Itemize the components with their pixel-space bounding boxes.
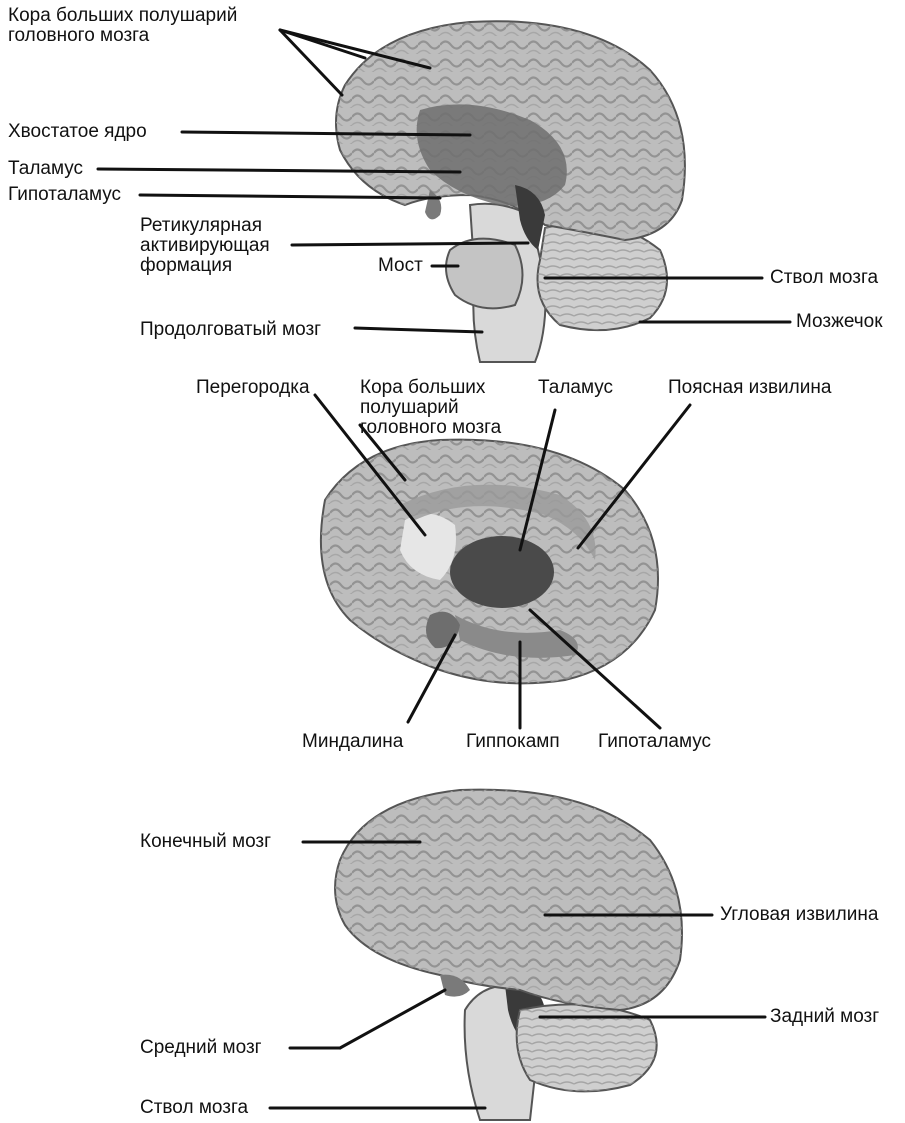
label-mid-thalamus: Таламус: [538, 377, 614, 398]
label-mid-hypothalamus: Гипоталамус: [598, 731, 712, 752]
label-mid-cingulate: Поясная извилина: [668, 377, 832, 398]
label-top-brainstem: Ствол мозга: [770, 267, 879, 288]
top-pons-shape: [445, 237, 524, 310]
bottom-cortex-gyri: [335, 789, 682, 1010]
top-reticular-shape: [515, 185, 545, 250]
label-bottom-angular: Угловая извилина: [720, 904, 879, 925]
leader-top-medulla: [353, 326, 484, 334]
label-bottom-hindbrain: Задний мозг: [770, 1006, 880, 1027]
label-top-cortex: Кора больших полушарий головного мозга: [8, 5, 238, 46]
middle-hippocampus-shape: [455, 615, 578, 658]
label-top-reticular: Ретикулярная активирующая формация: [140, 215, 270, 276]
leader-mid-hypothalamus: [528, 608, 662, 730]
label-top-caudate: Хвостатое ядро: [8, 121, 147, 142]
label-top-cerebellum: Мозжечок: [796, 311, 883, 332]
label-mid-amygdala: Миндалина: [302, 731, 404, 752]
label-top-medulla: Продолговатый мозг: [140, 319, 322, 340]
leader-top-caudate: [180, 130, 472, 137]
label-top-pons: Мост: [378, 255, 423, 276]
label-bottom-brainstem: Ствол мозга: [140, 1097, 249, 1118]
middle-septum-shape: [400, 513, 456, 580]
top-cerebellum-folia: [537, 222, 668, 331]
leader-top-hypothalamus: [138, 193, 442, 200]
label-mid-cortex: Кора больших полушарий головного мозга: [360, 377, 502, 438]
label-bottom-telencephalon: Конечный мозг: [140, 831, 272, 852]
top-brain-illustration: [335, 20, 686, 363]
leader-mid-amygdala: [406, 633, 457, 724]
bottom-brain-illustration: [334, 788, 683, 1121]
label-bottom-midbrain: Средний мозг: [140, 1037, 262, 1058]
leader-top-reticular: [290, 241, 530, 247]
bottom-midbrain-shape: [440, 974, 470, 997]
bottom-cerebellum-folia: [516, 1004, 657, 1092]
leader-top-cortex-2: [278, 28, 432, 70]
leader-top-cortex-3: [278, 28, 344, 97]
middle-brain-illustration: [319, 438, 659, 685]
middle-thalamus-shape: [450, 536, 554, 608]
top-caudate-thalamus-shape: [416, 104, 567, 206]
leader-bottom-midbrain-2: [338, 988, 447, 1050]
middle-cingulate-shape: [400, 484, 596, 560]
leader-top-thalamus: [96, 167, 462, 174]
leader-mid-thalamus: [518, 408, 557, 552]
label-mid-hippocampus: Гиппокамп: [466, 731, 560, 752]
leader-mid-cingulate: [576, 403, 692, 550]
leader-lines: [96, 28, 792, 1110]
leader-mid-septum: [313, 393, 427, 537]
label-top-hypothalamus: Гипоталамус: [8, 184, 122, 205]
leader-mid-cortex: [358, 423, 407, 482]
label-mid-septum: Перегородка: [196, 377, 310, 398]
label-top-thalamus: Таламус: [8, 158, 84, 179]
